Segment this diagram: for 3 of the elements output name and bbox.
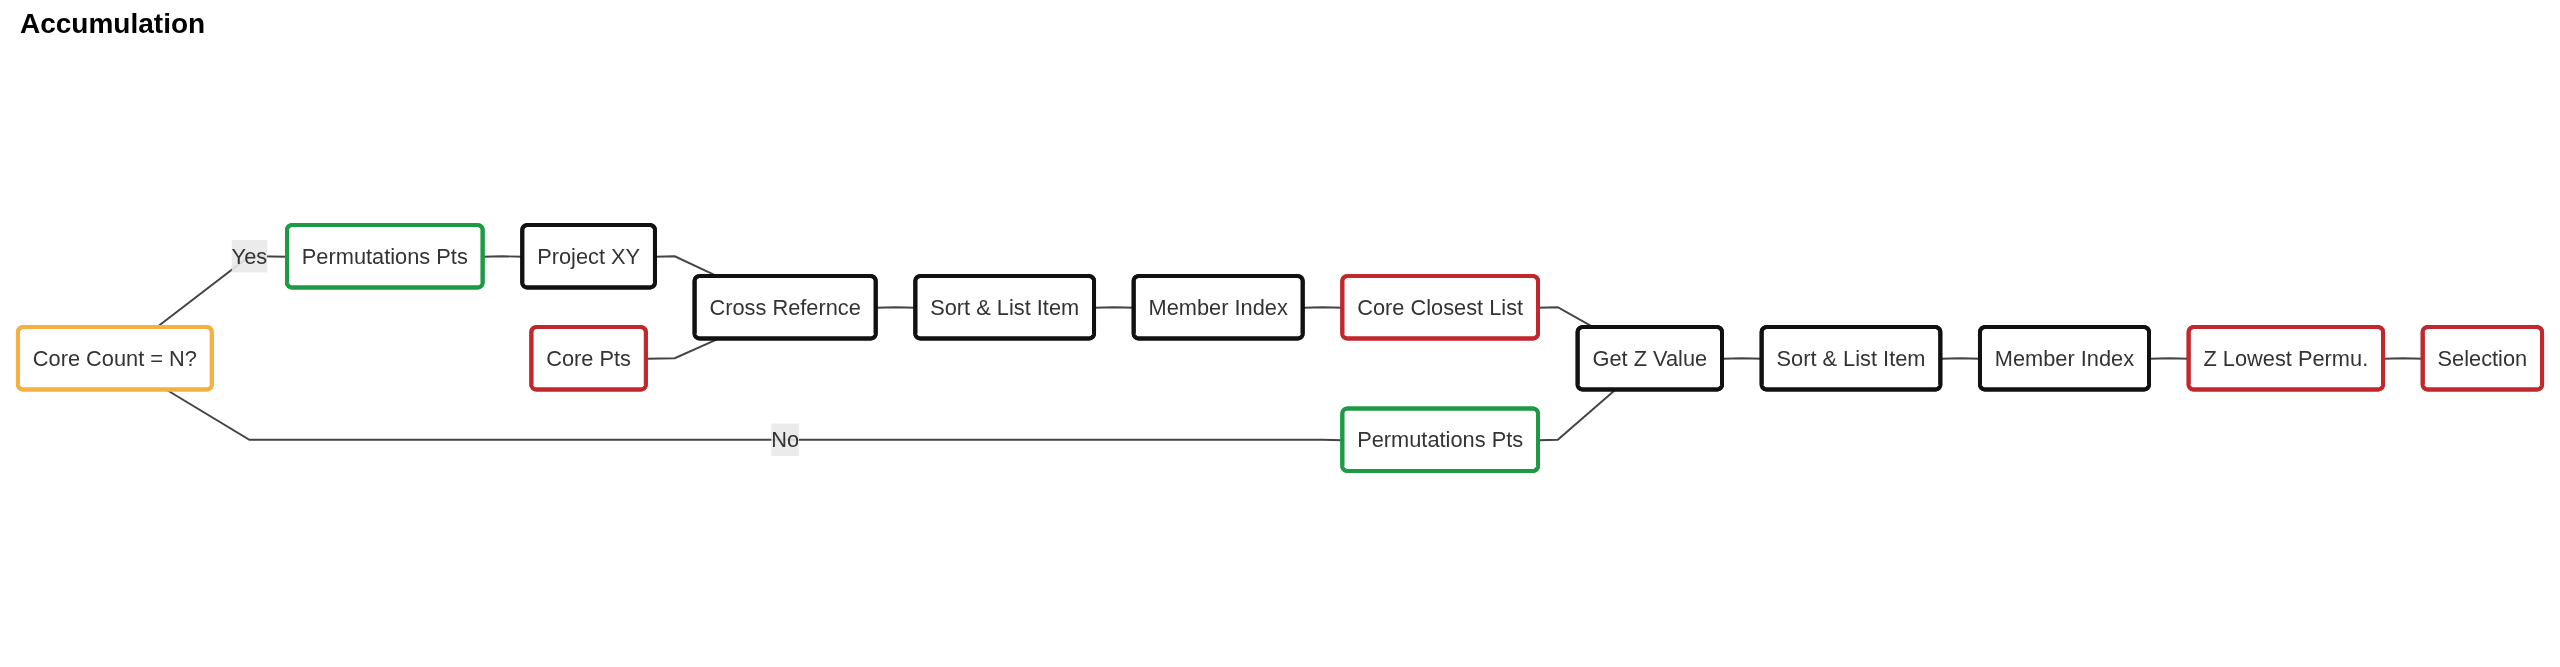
edge-label: No	[771, 427, 800, 453]
diagram-title: Accumulation	[20, 8, 207, 40]
edge-label: Yes	[231, 243, 268, 269]
